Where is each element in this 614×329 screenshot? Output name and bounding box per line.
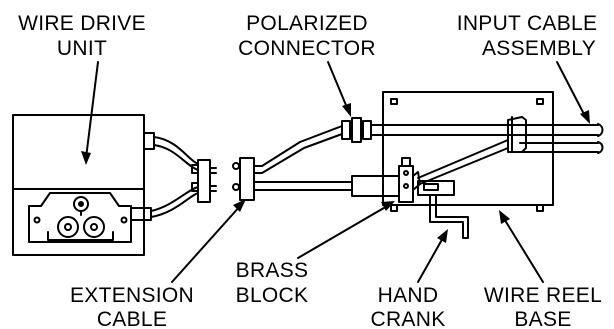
- label-brass-block-line2: BLOCK: [236, 284, 309, 307]
- brass-block-top-screw: [401, 157, 411, 167]
- wire-reel-base: [382, 91, 554, 212]
- input-cable-assembly: [370, 116, 604, 185]
- extension-upper-bottom-edge: [261, 133, 343, 174]
- label-input-cable-assembly-line1: INPUT CABLE: [457, 12, 598, 35]
- wire-drive-unit-housing: [12, 114, 145, 256]
- input-lead-lower-edge: [419, 147, 509, 185]
- polarized-connector-right-ring: [362, 120, 372, 140]
- drive-roller-left-hub: [64, 223, 72, 231]
- wire-drive-unit: [12, 114, 155, 256]
- drive-unit-cables: [150, 136, 199, 218]
- extension-connector-pin-top: [232, 162, 240, 170]
- labels: WIRE DRIVE UNIT POLARIZED CONNECTOR INPU…: [18, 12, 602, 329]
- arrow-polarized-connector: [342, 103, 351, 117]
- polarized-connector-center: [351, 117, 362, 143]
- base-slot-bottom-right: [536, 204, 544, 212]
- inline-connector-tab-bottom: [191, 182, 199, 192]
- brass-block-clamp: [398, 165, 414, 203]
- input-cable-end-top: [597, 123, 604, 137]
- hand-crank: [417, 180, 469, 239]
- wire-reel-base-plate: [382, 91, 554, 206]
- cable-upper-top-edge: [153, 136, 199, 165]
- label-extension-cable-line2: CABLE: [97, 308, 167, 329]
- extension-connector-body: [239, 157, 255, 201]
- pivot-arm-center: [78, 201, 84, 207]
- drive-roller-left: [57, 216, 79, 238]
- base-slot-top-right: [536, 98, 544, 105]
- leader-lines: [81, 61, 590, 283]
- inline-connector-body: [197, 159, 211, 203]
- extension-cable-upper: [261, 125, 343, 174]
- arrow-wire-reel-base: [499, 210, 510, 224]
- leader-extension-cable: [171, 204, 242, 283]
- panel-screw-right: [120, 216, 128, 224]
- brass-block: [351, 157, 421, 203]
- input-cable-end-bottom: [597, 141, 604, 154]
- brass-block-screw-a: [403, 170, 409, 176]
- label-wire-reel-base-line2: BASE: [514, 308, 571, 329]
- arrow-brass-block: [381, 201, 395, 211]
- label-hand-crank-line1: HAND: [378, 284, 439, 307]
- extension-upper-top-edge: [261, 125, 343, 167]
- label-hand-crank-line2: CRANK: [370, 308, 445, 329]
- leader-polarized-connector: [327, 61, 349, 111]
- extension-cable-connector: [232, 157, 263, 201]
- panel-screw-left: [33, 216, 41, 224]
- label-extension-cable-line1: EXTENSION: [70, 284, 194, 307]
- drive-roller-right: [83, 216, 105, 238]
- drive-input-connector: [143, 132, 155, 150]
- leader-brass-block: [297, 204, 390, 259]
- leader-input-cable-assembly: [556, 61, 587, 119]
- leader-wire-reel-base: [502, 216, 544, 283]
- cable-lower-bottom-edge: [150, 192, 199, 218]
- brass-block-body: [351, 175, 400, 197]
- base-slot-top-left: [390, 98, 398, 105]
- inline-connector-tab-top: [191, 164, 199, 174]
- label-wire-reel-base-line1: WIRE REEL: [484, 284, 602, 307]
- polarized-connector-left-ring: [341, 120, 351, 140]
- brass-block-contact: [412, 171, 421, 191]
- drive-output-fitting: [130, 207, 152, 221]
- arrow-wire-drive-unit: [81, 151, 91, 165]
- label-wire-drive-unit-line1: WIRE DRIVE: [18, 12, 146, 35]
- leader-wire-drive-unit: [85, 61, 99, 159]
- inline-connector: [191, 159, 217, 203]
- cable-upper-bottom-edge: [153, 144, 199, 171]
- base-slot-bottom-left: [390, 204, 398, 212]
- drive-mechanism-panel: [28, 192, 132, 243]
- hand-crank-slot: [423, 183, 439, 191]
- polarized-connector: [341, 117, 372, 143]
- label-wire-drive-unit-line2: UNIT: [57, 37, 107, 60]
- leader-hand-crank: [417, 235, 445, 283]
- arrow-input-cable-assembly: [580, 110, 590, 124]
- label-brass-block-line1: BRASS: [236, 259, 309, 282]
- input-cable-clamp: [507, 116, 527, 153]
- label-input-cable-assembly-line2: ASSEMBLY: [482, 37, 596, 60]
- extension-connector-pin-bottom: [232, 183, 240, 191]
- arrow-hand-crank: [437, 229, 448, 243]
- cable-lower-top-edge: [150, 186, 199, 212]
- wire-channel: [47, 231, 114, 241]
- hand-crank-handle: [429, 194, 469, 239]
- arrow-extension-cable: [233, 199, 246, 212]
- brass-block-screw-b: [403, 183, 409, 189]
- label-polarized-connector-line2: CONNECTOR: [238, 37, 376, 60]
- input-lead-upper-edge: [417, 139, 509, 179]
- drive-roller-right-hub: [90, 223, 98, 231]
- label-polarized-connector-line1: POLARIZED: [246, 12, 368, 35]
- extension-cable-lower: [253, 181, 353, 191]
